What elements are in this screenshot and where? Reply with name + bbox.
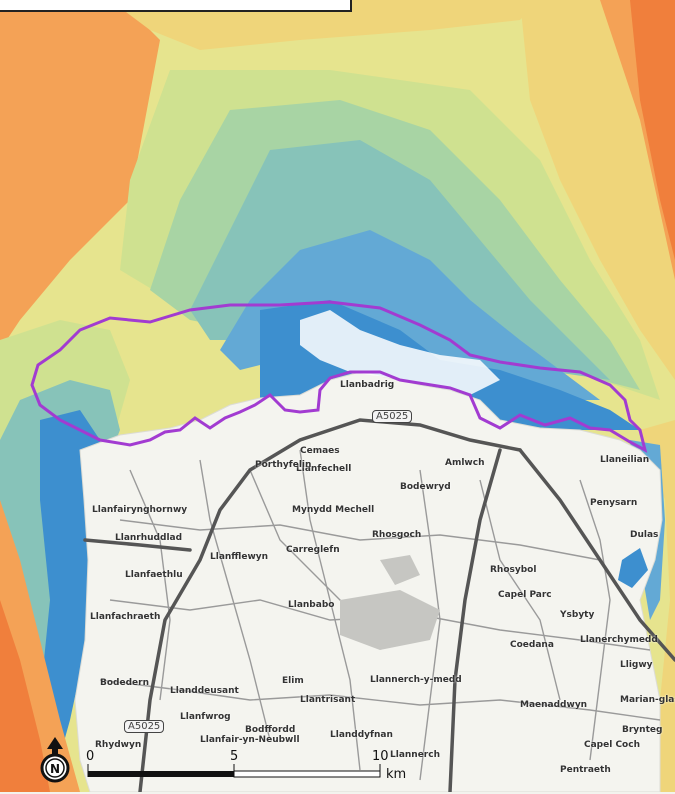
place-label: Capel Parc [498,590,552,600]
place-label: Llanfaethlu [125,570,183,580]
lake [618,548,648,588]
b-road-east [518,448,675,662]
deep-orange-right [630,0,675,260]
scale-unit: km [386,767,407,782]
light-blue-band [220,230,600,400]
a5025-road [138,418,522,792]
west-deep-orange [0,600,50,792]
place-label: Rhosgoch [372,530,422,540]
minor-roads [99,449,661,781]
place-label: Llanddyfnan [330,730,393,740]
east-yellow [640,420,675,792]
place-label: Llanfwrog [180,712,231,722]
place-label: Carreglefn [286,545,340,555]
place-label: Bodffordd [245,725,296,735]
place-label: Brynteg [622,725,663,735]
north-label: N [50,762,60,776]
legend-box [0,0,352,12]
place-label: Lligwy [620,660,653,670]
place-label: Amlwch [445,458,485,468]
place-label: Porthyfelin [255,460,312,470]
b-road-south [448,448,502,792]
place-label: Llanfair-yn-Neubwll [200,735,300,745]
place-label: Llaneilian [600,455,650,465]
place-label: Mynydd Mechell [292,505,375,515]
place-label: Marian-glas [620,695,675,705]
place-label: Llanfachraeth [90,612,161,622]
place-label: Llanrhuddlad [115,533,183,543]
place-label: Rhosybol [490,565,537,575]
place-label: Capel Coch [584,740,640,750]
west-road [83,538,192,552]
scale-bar: 0 5 10 km [86,749,446,790]
yellow-band-right [520,0,675,380]
place-label: Llanfairynghornwy [92,505,188,515]
place-label: Bodedern [100,678,149,688]
road-label-a5025-south: A5025 [124,720,165,733]
scale-label-5: 5 [230,749,239,764]
place-label: Llanfflewyn [210,552,269,562]
major-roads [83,418,675,792]
place-label: Llanbadrig [340,380,395,390]
place-label: Cemaes [300,446,340,456]
place-label: Bodewryd [400,482,451,492]
coastline-fringe [300,310,500,395]
place-label: Llanfechell [296,464,352,474]
place-label: Rhydwyn [95,740,142,750]
place-label: Llanerchymedd [580,635,658,645]
place-label: Elim [282,676,304,686]
place-label: Llanddeusant [170,686,239,696]
place-label: Llanbabo [288,600,335,610]
place-label: Llantrisant [300,695,356,705]
place-label: Penysarn [590,498,638,508]
place-label: Dulas [630,530,659,540]
marine-boundary [30,300,648,453]
scale-label-0: 0 [86,749,95,764]
place-label: Maenaddwyn [520,700,588,710]
road-label-a5025-north: A5025 [372,410,413,423]
scale-label-10: 10 [372,749,389,764]
north-arrow-icon: N [40,737,70,783]
place-label: Llannerch-y-medd [370,675,462,685]
scale-bar-graphic [87,764,381,778]
place-label: Coedana [510,640,554,650]
place-label: Llannerch [390,750,440,760]
orange-band-top [110,0,540,50]
woodland [340,555,440,650]
place-label: Ysbyty [560,610,595,620]
orange-band-left [0,0,160,350]
place-label: Pentraeth [560,765,611,775]
